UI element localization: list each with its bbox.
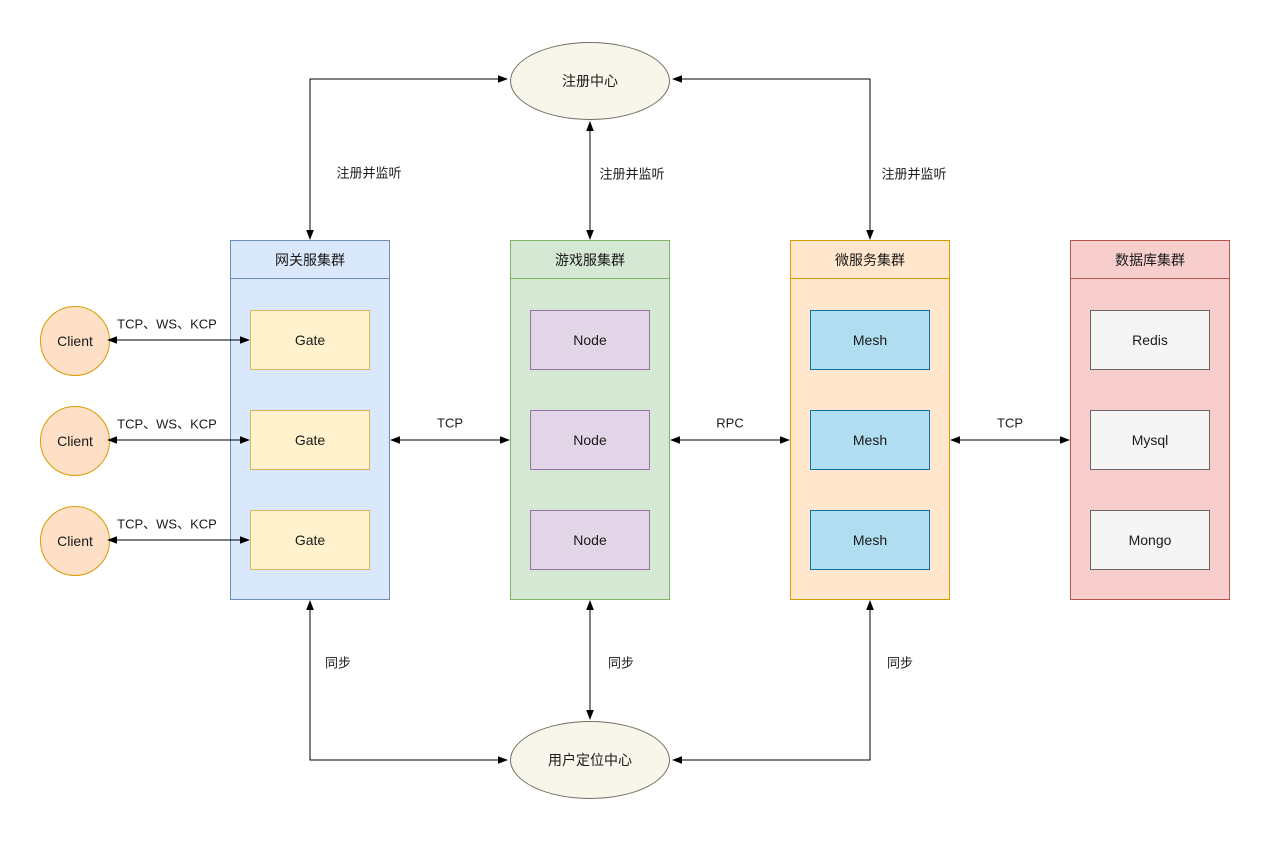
cluster-game: 游戏服集群 Node Node Node: [510, 240, 670, 600]
edge-label-gateway-sync: 同步: [322, 652, 354, 672]
location-center-label: 用户定位中心: [548, 752, 632, 768]
edge-label-client2-protocols: TCP、WS、KCP: [115, 413, 219, 433]
gate-node-label: Gate: [294, 332, 326, 348]
edge-label-client3-protocols: TCP、WS、KCP: [115, 513, 219, 533]
cluster-gateway: 网关服集群 Gate Gate Gate: [230, 240, 390, 600]
registry-center-label: 注册中心: [562, 73, 618, 89]
edge-label-gateway-game-tcp: TCP: [435, 415, 465, 431]
client-node-2: Client: [40, 406, 110, 476]
edge-label-micro-register-listen: 注册并监听: [879, 163, 949, 183]
cluster-title-label: 数据库集群: [1115, 251, 1185, 268]
edge-label-micro-sync: 同步: [884, 652, 916, 672]
cluster-title-label: 游戏服集群: [555, 251, 625, 268]
redis-node: Redis: [1090, 310, 1210, 370]
client-label: Client: [57, 433, 93, 449]
gate-node-1: Gate: [250, 310, 370, 370]
mysql-node-label: Mysql: [1131, 432, 1169, 448]
cluster-title-label: 微服务集群: [835, 251, 905, 268]
edge-gateway-registry: [306, 75, 508, 240]
mesh-node-label: Mesh: [852, 432, 888, 448]
edge-label-gateway-register-listen: 注册并监听: [334, 162, 404, 182]
gate-node-2: Gate: [250, 410, 370, 470]
edge-microservice-location: [672, 600, 874, 764]
client-node-1: Client: [40, 306, 110, 376]
cluster-database: 数据库集群 Redis Mysql Mongo: [1070, 240, 1230, 600]
cluster-gateway-title: 网关服集群: [231, 241, 389, 279]
mesh-node-label: Mesh: [852, 332, 888, 348]
node-node-label: Node: [573, 532, 607, 548]
edge-gateway-location: [306, 600, 508, 764]
node-node-1: Node: [530, 310, 650, 370]
mesh-node-3: Mesh: [810, 510, 930, 570]
cluster-title-label: 网关服集群: [275, 251, 345, 268]
location-center-node: 用户定位中心: [510, 721, 670, 799]
edge-label-micro-db-tcp: TCP: [995, 415, 1025, 431]
mongo-node: Mongo: [1090, 510, 1210, 570]
edge-microservice-registry: [672, 75, 874, 240]
cluster-database-title: 数据库集群: [1071, 241, 1229, 279]
client-label: Client: [57, 533, 93, 549]
client-node-3: Client: [40, 506, 110, 576]
mysql-node: Mysql: [1090, 410, 1210, 470]
cluster-microservice: 微服务集群 Mesh Mesh Mesh: [790, 240, 950, 600]
mesh-node-1: Mesh: [810, 310, 930, 370]
gate-node-label: Gate: [294, 432, 326, 448]
cluster-game-title: 游戏服集群: [511, 241, 669, 279]
gate-node-3: Gate: [250, 510, 370, 570]
node-node-2: Node: [530, 410, 650, 470]
mesh-node-label: Mesh: [852, 532, 888, 548]
registry-center-node: 注册中心: [510, 42, 670, 120]
node-node-label: Node: [573, 332, 607, 348]
edge-label-game-micro-rpc: RPC: [714, 415, 746, 431]
edge-label-game-register-listen: 注册并监听: [597, 163, 667, 183]
redis-node-label: Redis: [1132, 332, 1168, 348]
gate-node-label: Gate: [294, 532, 326, 548]
mongo-node-label: Mongo: [1128, 532, 1172, 548]
node-node-label: Node: [573, 432, 607, 448]
node-node-3: Node: [530, 510, 650, 570]
client-label: Client: [57, 333, 93, 349]
edge-label-client1-protocols: TCP、WS、KCP: [115, 313, 219, 333]
cluster-microservice-title: 微服务集群: [791, 241, 949, 279]
mesh-node-2: Mesh: [810, 410, 930, 470]
edge-label-game-sync: 同步: [605, 652, 637, 672]
